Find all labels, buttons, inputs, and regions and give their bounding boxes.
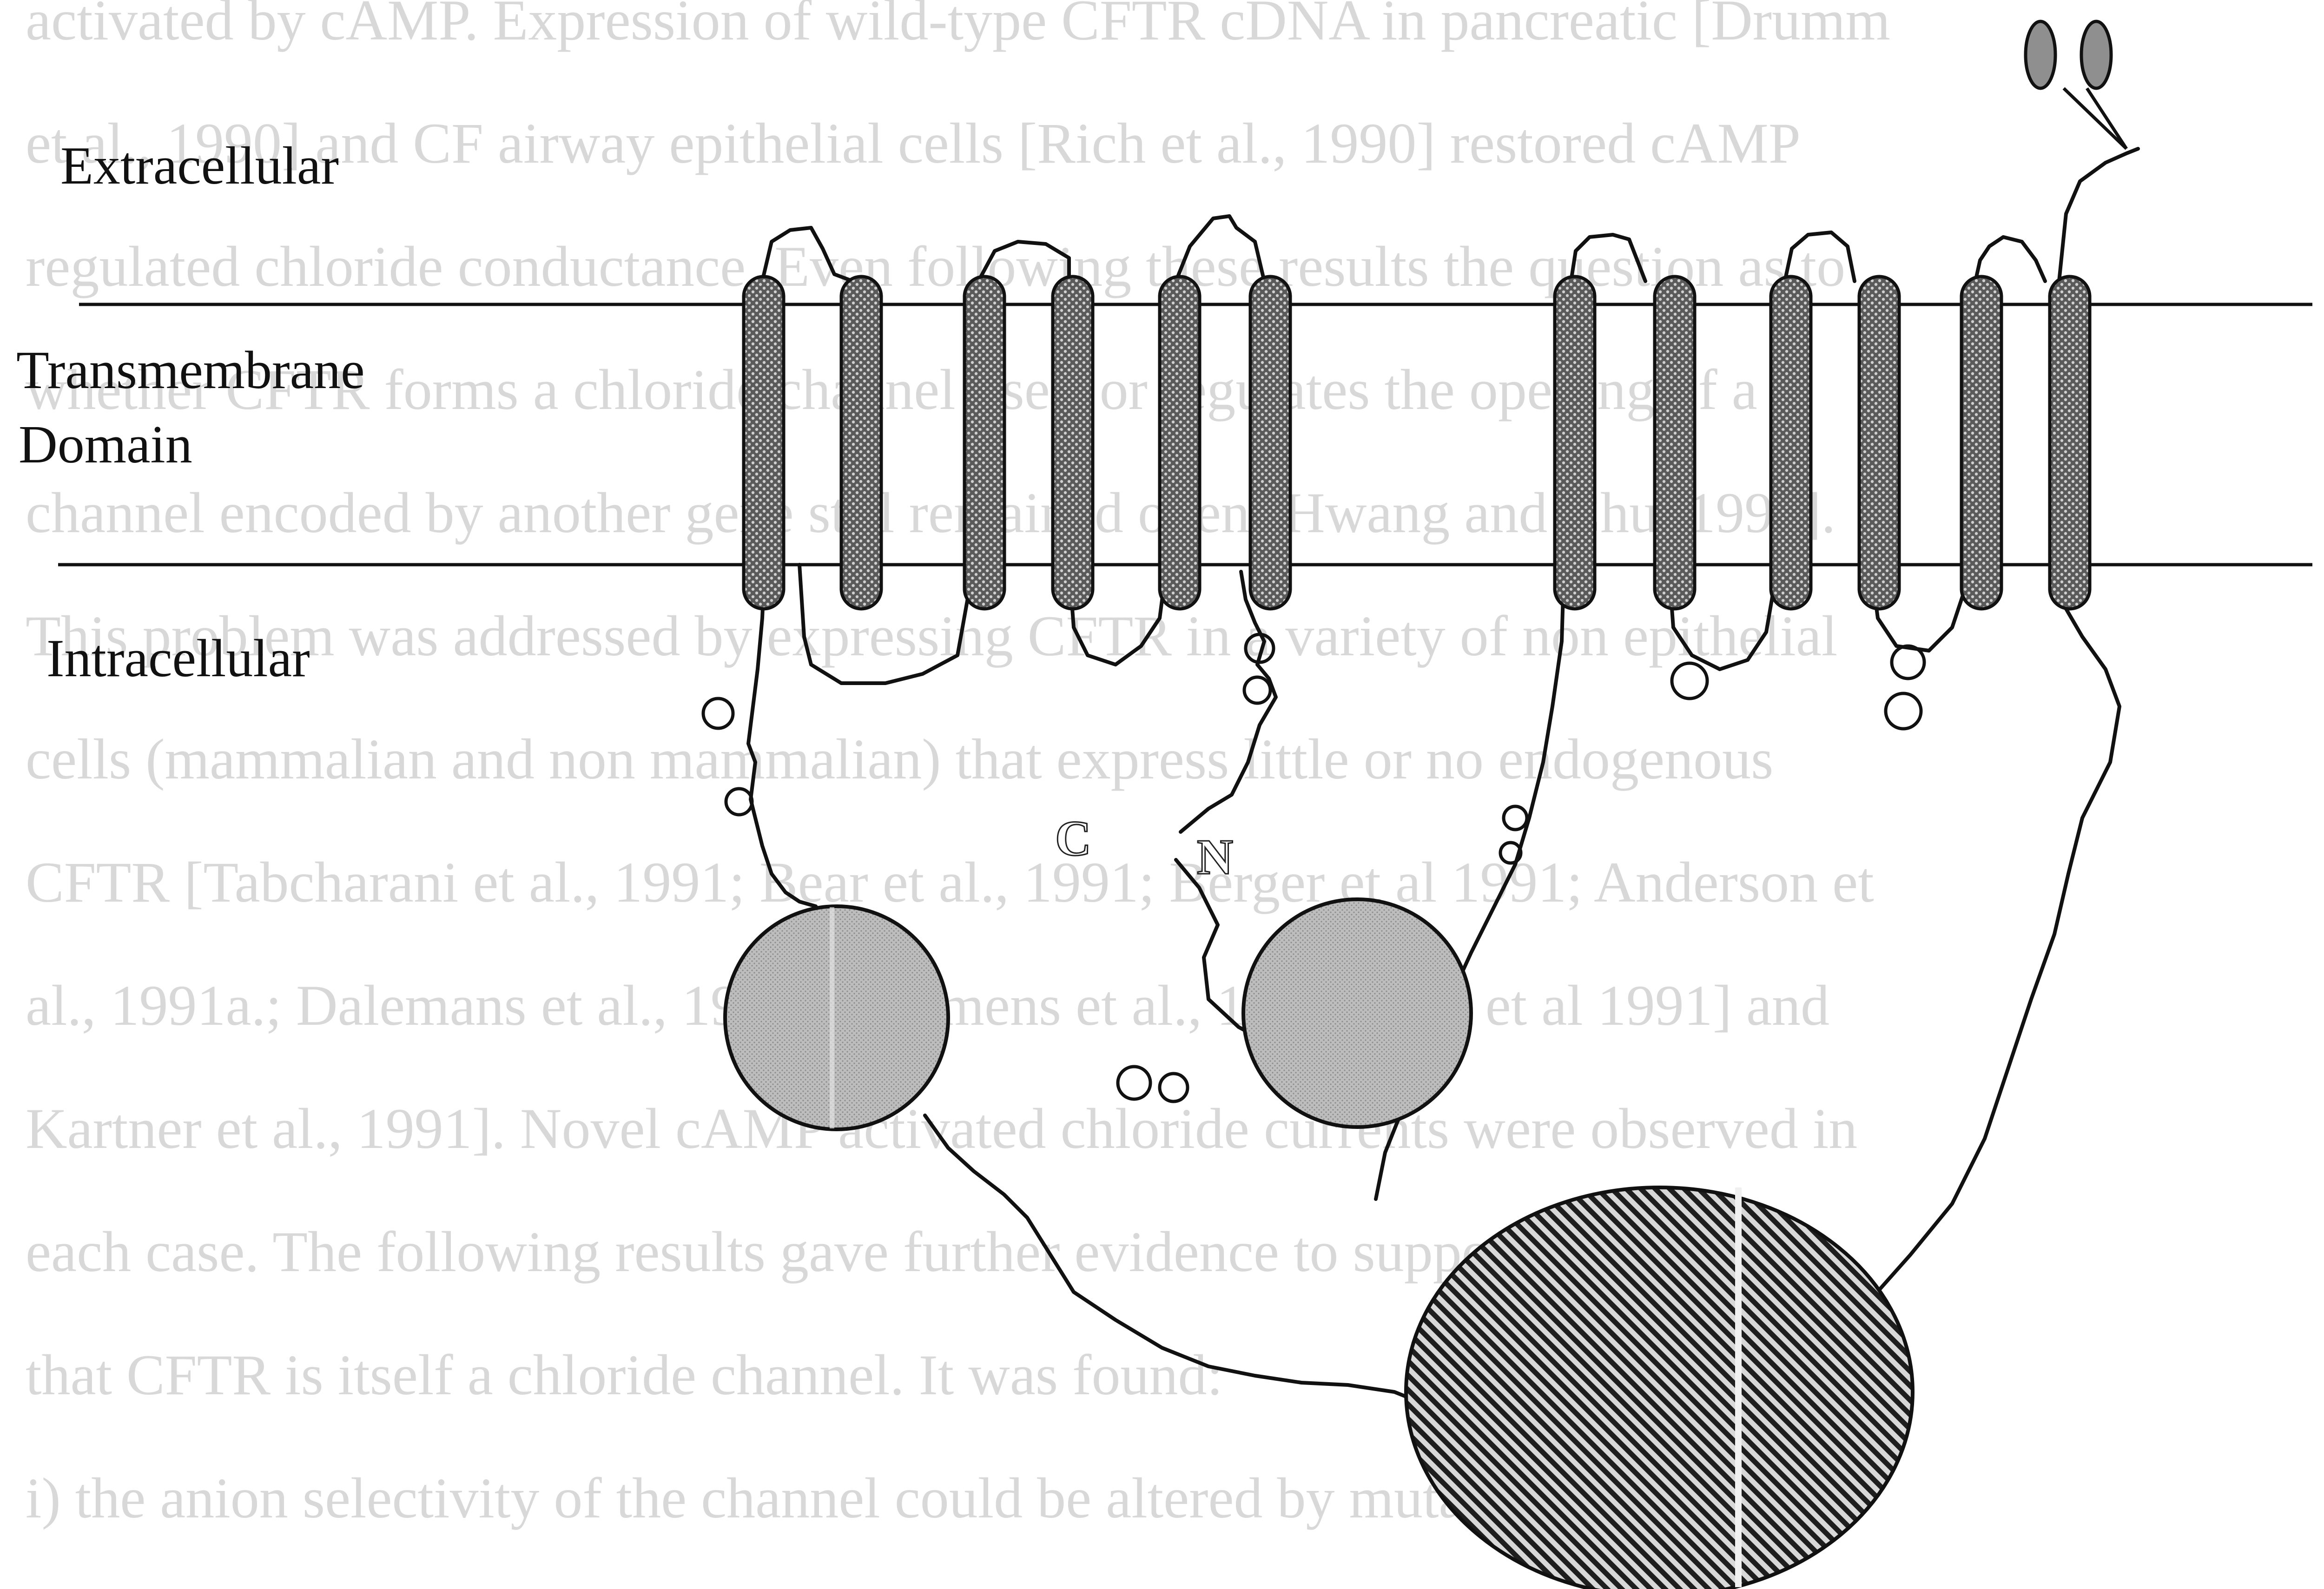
n-terminus-label: N	[1197, 830, 1233, 885]
helix-tm10	[1859, 277, 1899, 609]
glycan-oval	[2081, 21, 2111, 88]
background-text-line: that CFTR is itself a chloride channel. …	[26, 1343, 1223, 1407]
loop-motif	[1672, 663, 1707, 699]
helix-tm12	[2050, 277, 2090, 609]
loop-motif	[703, 699, 733, 728]
loop-motif	[1244, 677, 1270, 703]
nucleotide-binding-domain-1	[725, 906, 948, 1129]
helix-tm1	[744, 277, 784, 609]
loop-motif	[1886, 693, 1921, 729]
background-text-line: activated by cAMP. Expression of wild-ty…	[26, 0, 1890, 52]
helix-tm3	[964, 277, 1004, 609]
helix-tm2	[841, 277, 881, 609]
transmembrane-helices	[744, 277, 2090, 609]
domain-label: Domain	[19, 415, 192, 475]
loop-motif	[726, 789, 752, 815]
helix-tm7	[1555, 277, 1595, 609]
regulatory-domain	[1406, 1187, 1913, 1589]
helix-tm11	[1961, 277, 2001, 609]
helix-tm9	[1771, 277, 1811, 609]
background-text-line: CFTR [Tabcharani et al., 1991; Bear et a…	[26, 851, 1874, 914]
helix-tm5	[1160, 277, 1200, 609]
glycan-oval	[2026, 21, 2055, 88]
nucleotide-binding-domain-2	[1243, 899, 1471, 1127]
background-text-line: cells (mammalian and non mammalian) that…	[26, 727, 1773, 791]
glycosylation-sites	[2026, 21, 2126, 149]
c-terminus-label: C	[1055, 811, 1091, 866]
helix-tm6	[1250, 277, 1290, 609]
helix-tm8	[1655, 277, 1695, 609]
intracellular-label: Intracellular	[46, 629, 310, 688]
extracellular-label: Extracellular	[60, 136, 339, 196]
transmembrane-label: Transmembrane	[16, 341, 365, 400]
loop-motif	[1118, 1067, 1150, 1099]
loop-motif	[1892, 646, 1924, 679]
background-text-line: Kartner et al., 1991]. Novel cAMP activa…	[26, 1097, 1857, 1160]
helix-tm4	[1053, 277, 1093, 609]
loop-motif	[1504, 806, 1527, 830]
